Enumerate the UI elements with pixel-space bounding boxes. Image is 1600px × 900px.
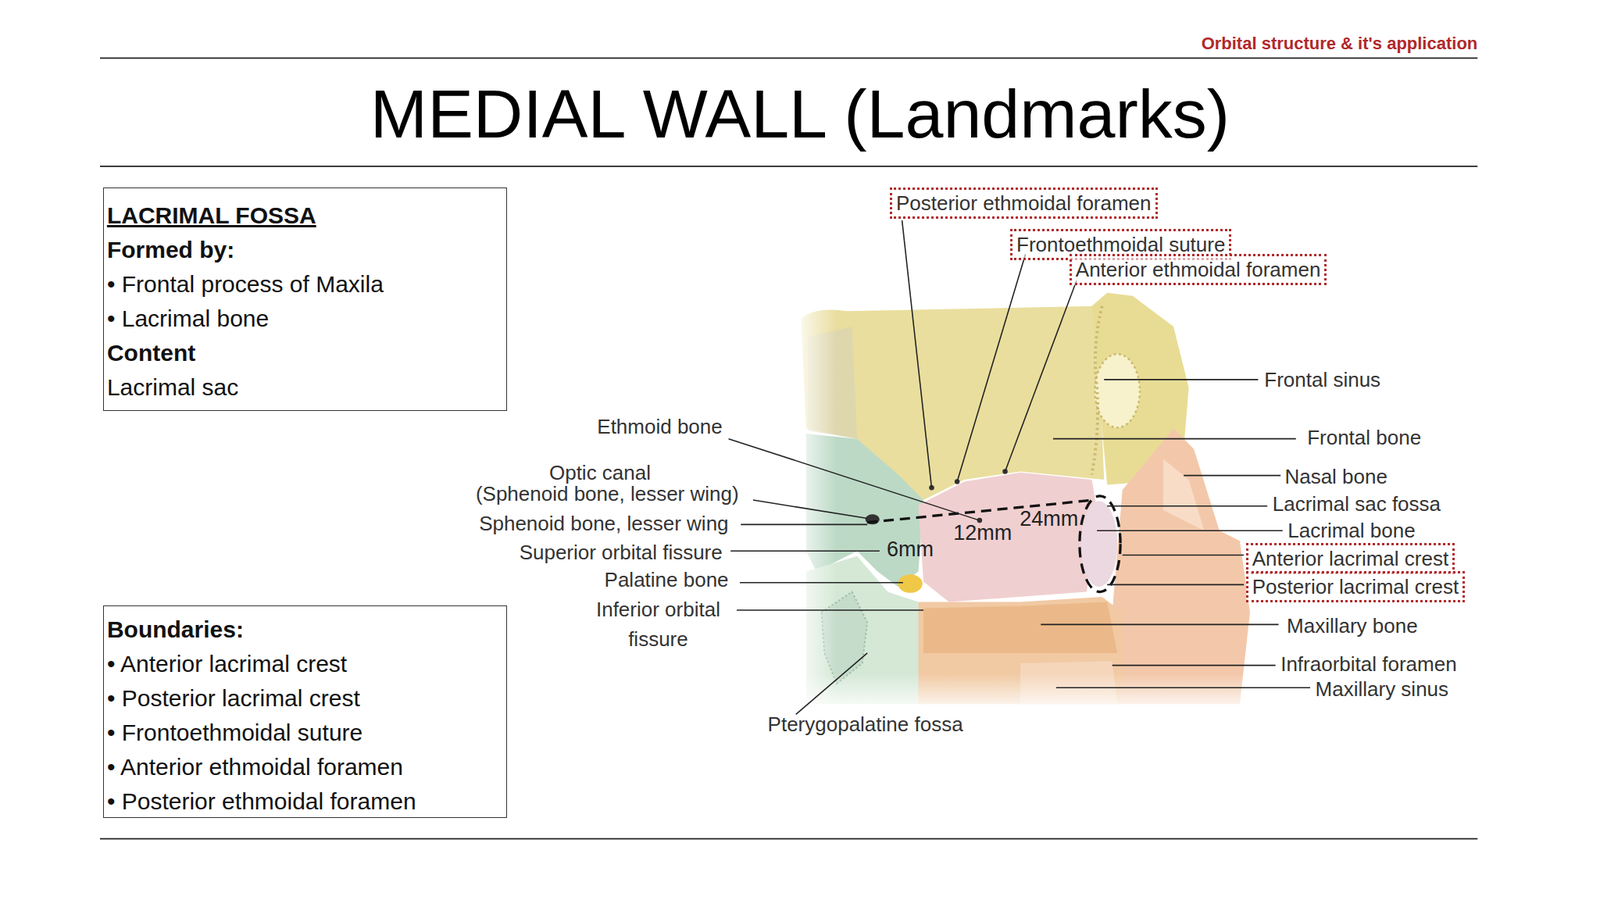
part-label: Nasal bone [1284,464,1388,490]
part-label: Ethmoid bone [596,414,722,440]
text-panel: Boundaries:• Anterior lacrimal crest• Po… [103,605,508,819]
part-label: (Sphenoid bone, lesser wing) [475,481,740,507]
part-label: Frontal sinus [1264,367,1381,393]
panel-line: • Posterior lacrimal crest [103,681,507,716]
panel-line: Lacrimal sac [103,370,507,405]
highlight-label-box: Posterior ethmoidal foramen [889,187,1158,219]
dimension-label: 12mm [936,520,1029,546]
panel-line: • Anterior ethmoidal foramen [103,750,507,785]
panel-line: • Frontal process of Maxila [103,267,507,302]
landmark-label: Posterior lacrimal crest [1252,573,1459,600]
part-label: Maxillary bone [1286,613,1418,639]
panel-line: Formed by: [103,232,507,268]
part-label: Superior orbital fissure [519,539,723,565]
part-label: Lacrimal bone [1287,517,1415,543]
panel-line: LACRIMAL FOSSA [103,198,507,233]
highlight-label-box: Anterior lacrimal crest [1246,542,1455,575]
panel-line: Content [103,335,507,371]
part-label: Pterygopalatine fossa [712,711,1019,737]
highlight-label-box: Anterior ethmoidal foramen [1069,253,1328,286]
dimension-label: 24mm [1003,506,1096,532]
part-label: Palatine bone [604,567,729,593]
part-label: Maxillary sinus [1315,676,1450,702]
part-label: Frontal bone [1307,425,1422,450]
part-label: Sphenoid bone, lesser wing [478,510,729,536]
dimension-label: 6mm [869,536,951,562]
text-panel: LACRIMAL FOSSAFormed by:• Frontal proces… [103,187,508,411]
panel-line: • Frontoethmoidal suture [103,715,507,750]
landmark-label: Anterior ethmoidal foramen [1075,256,1322,283]
panel-line: • Anterior lacrimal crest [103,646,507,682]
landmark-label: Anterior lacrimal crest [1252,545,1449,572]
part-label: Optic canal [467,460,733,486]
panel-line: • Lacrimal bone [103,301,507,336]
part-label: Infraorbital foramen [1280,651,1457,677]
panel-line: Boundaries: [103,612,507,647]
highlight-label-box: Posterior lacrimal crest [1246,571,1465,603]
slide-title: MEDIAL WALL (Landmarks) [0,73,1600,155]
header-note: Orbital structure & it's application [1201,31,1479,57]
part-label: Inferior orbital fissure [571,594,745,654]
landmark-label: Posterior ethmoidal foramen [896,189,1152,217]
panel-line: • Posterior ethmoidal foramen [103,784,507,819]
part-label: Lacrimal sac fossa [1272,491,1441,517]
